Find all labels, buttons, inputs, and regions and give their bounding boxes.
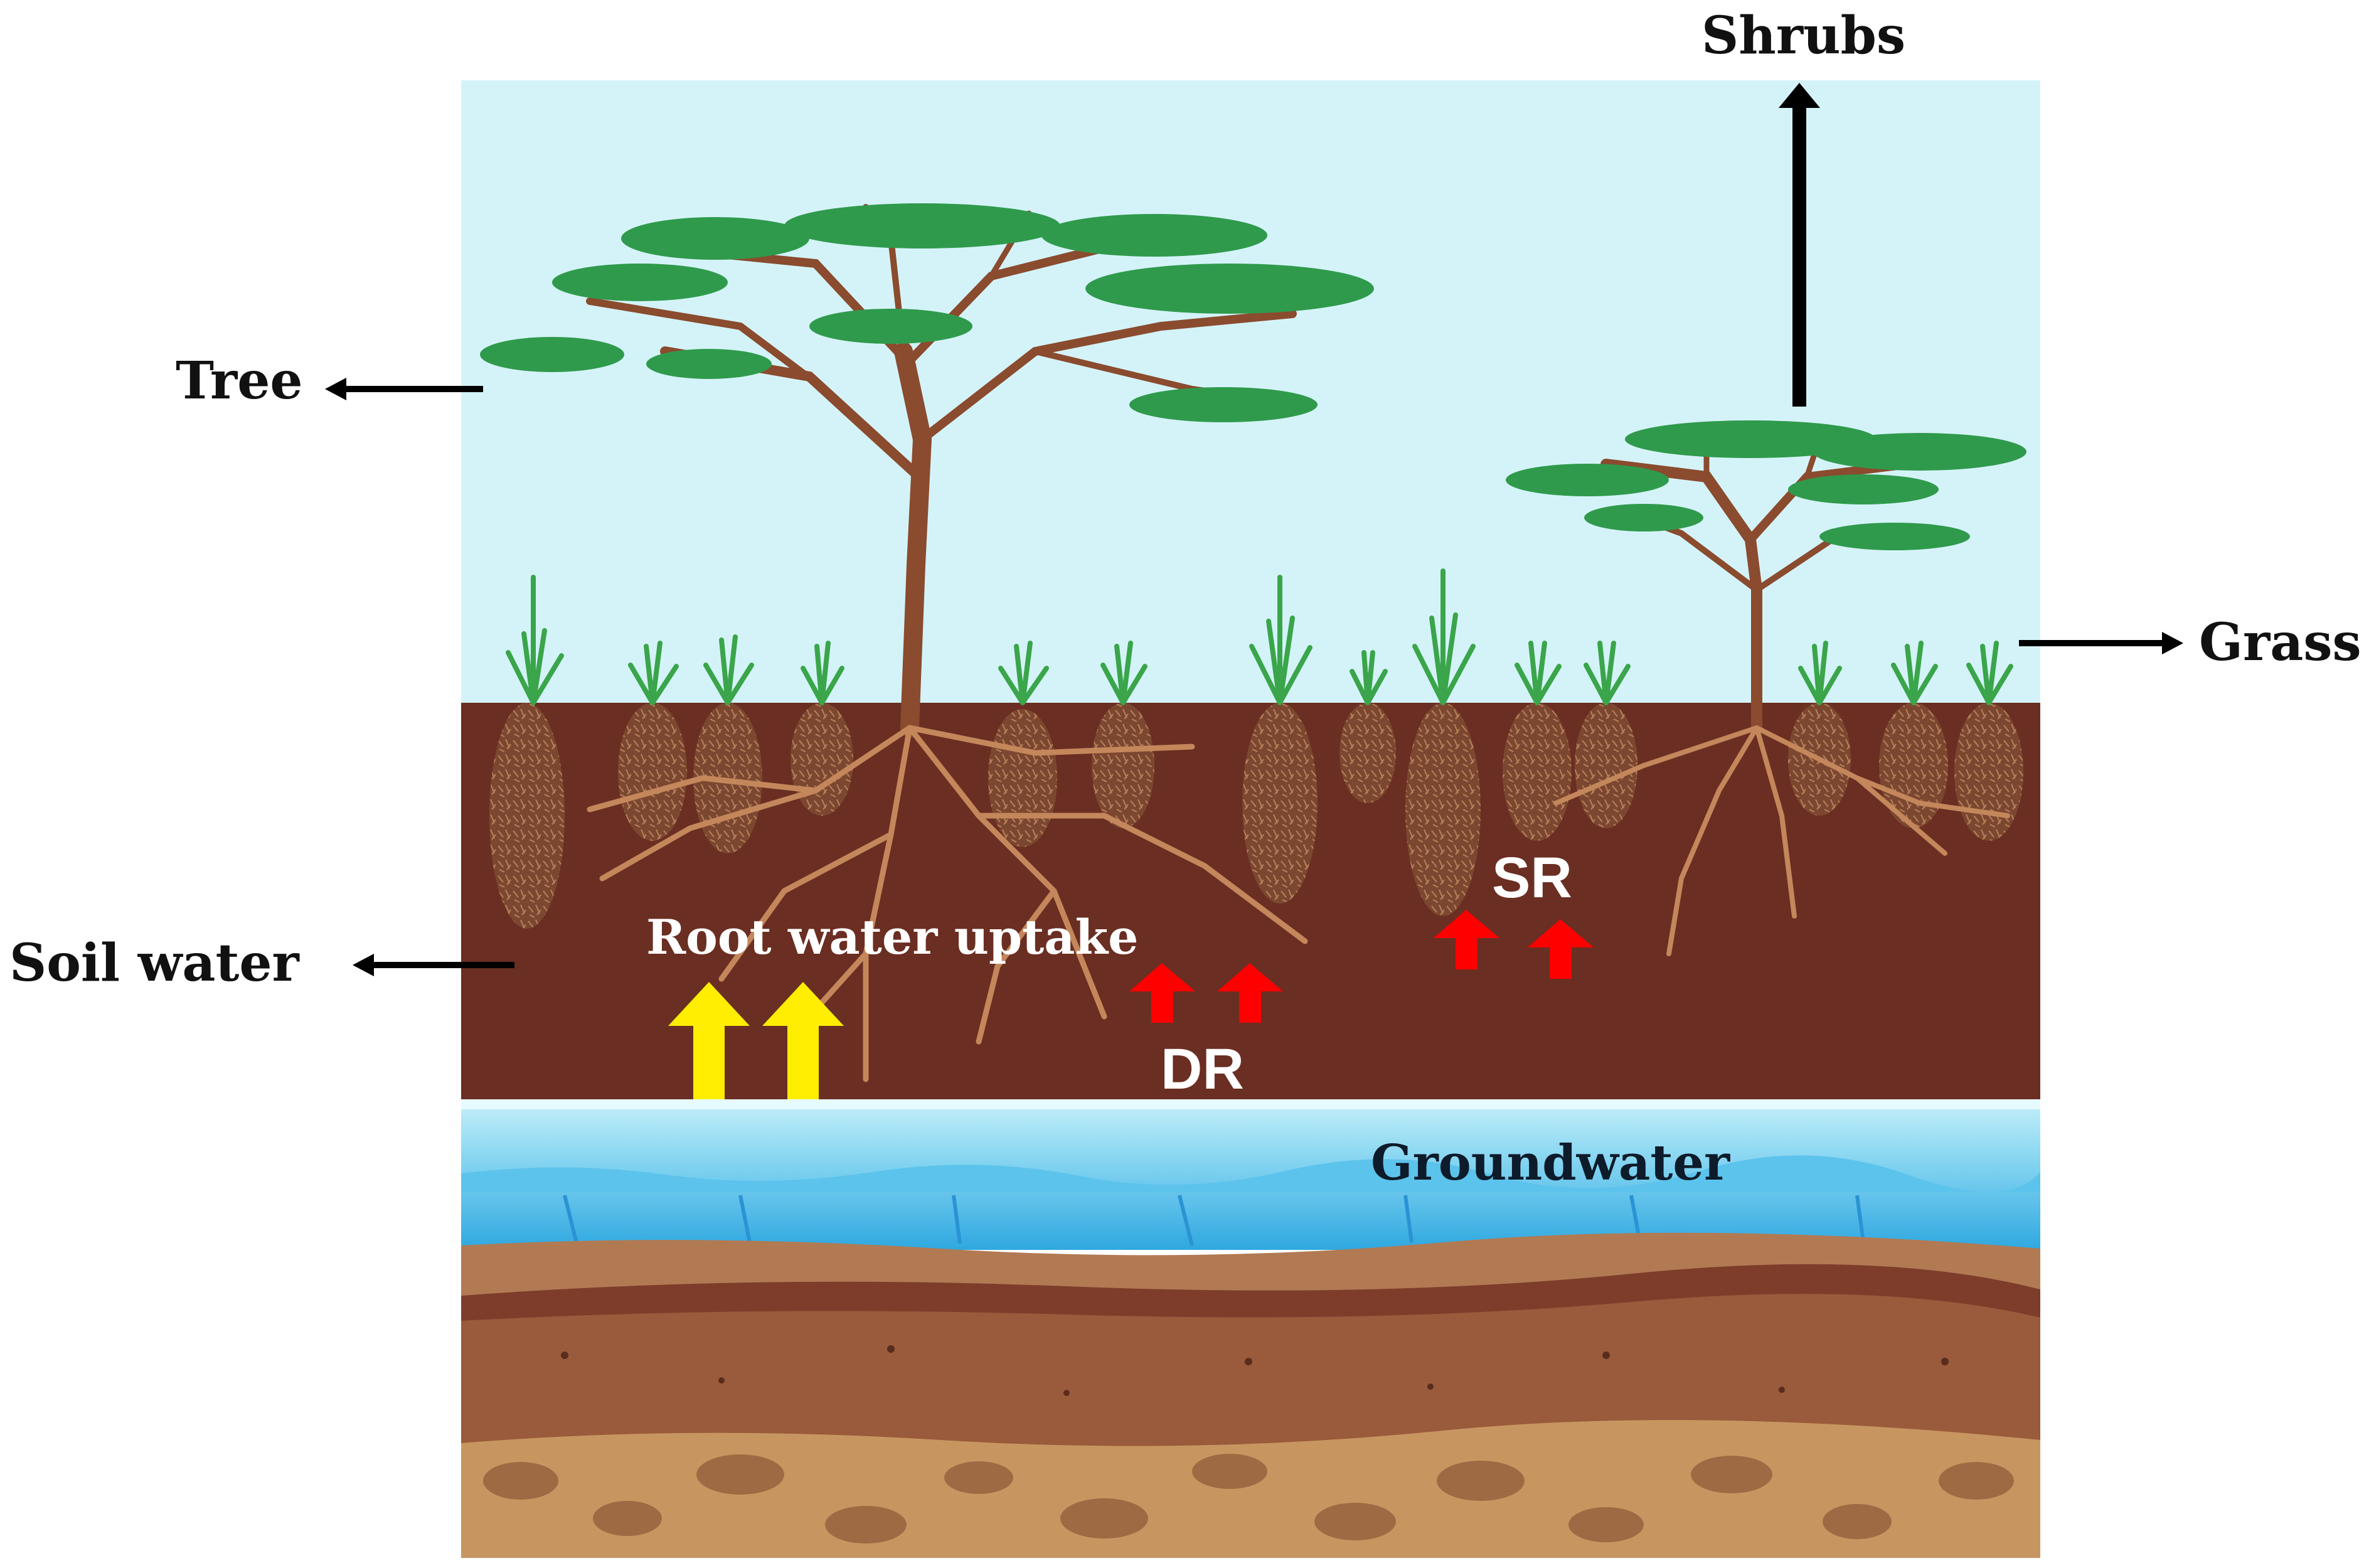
grass-label: Grass <box>2199 612 2361 673</box>
tree-label: Tree <box>176 351 303 411</box>
red-up-arrow-icon <box>1129 910 1594 1023</box>
shrubs-label: Shrubs <box>1701 6 1905 66</box>
yellow-up-arrow-icon <box>668 982 844 1099</box>
shrub-icon <box>1506 420 2026 956</box>
dr-label: DR <box>1161 1037 1244 1101</box>
tree-icon <box>480 203 1374 1095</box>
diagram-panel: Root water uptake DR SR Groundwater <box>461 80 2040 1558</box>
groundwater-layer <box>461 1099 2040 1250</box>
root-water-uptake-label: Root water uptake <box>646 909 1139 965</box>
groundwater-label: Groundwater <box>1371 1134 1730 1192</box>
sediment-layers <box>461 1232 2040 1558</box>
soil-water-label: Soil water <box>9 933 301 993</box>
sr-label: SR <box>1492 846 1572 910</box>
black-pointer-arrow-icon <box>325 83 2183 976</box>
grass-icon <box>506 568 2013 705</box>
